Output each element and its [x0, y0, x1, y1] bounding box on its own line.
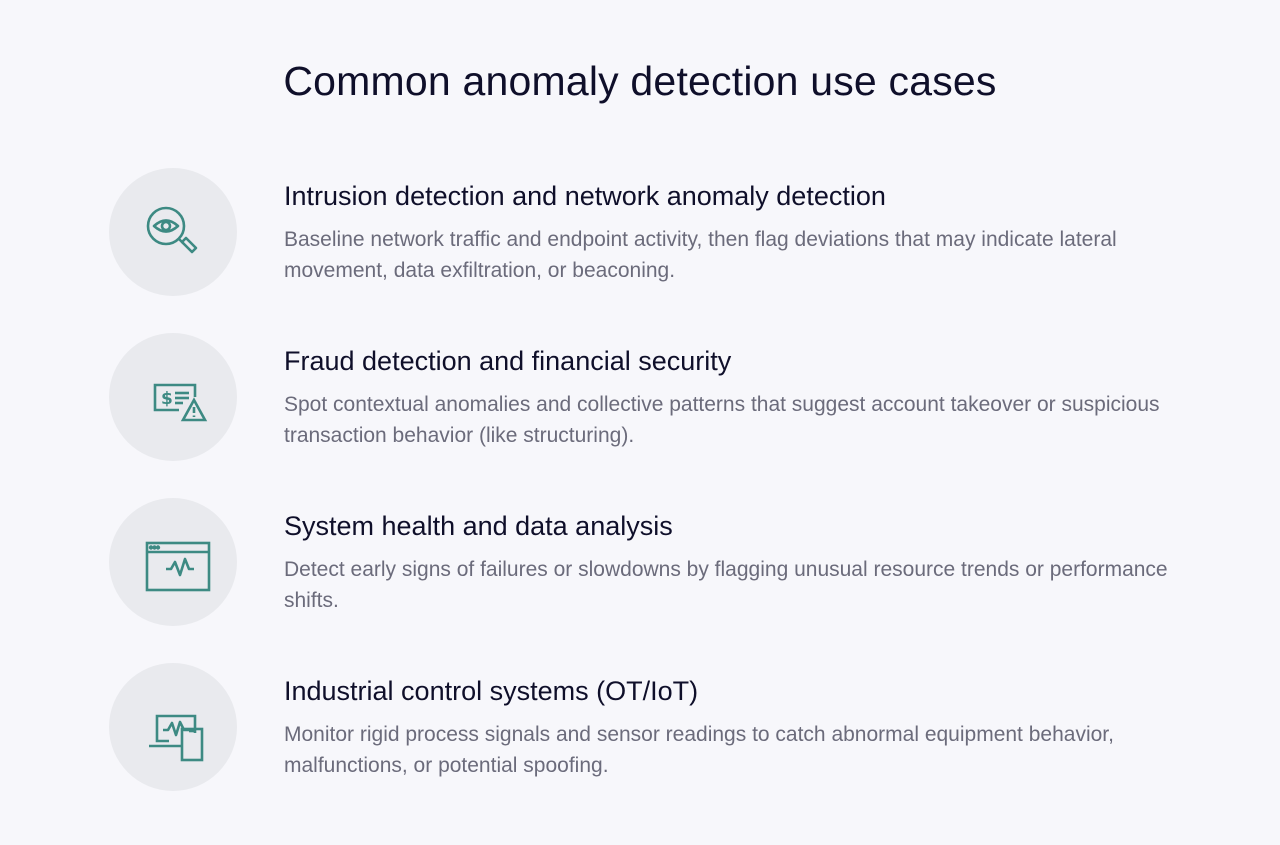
use-case-text: Industrial control systems (OT/IoT) Moni…	[284, 673, 1184, 781]
check-dollar-warning-icon: $	[153, 383, 208, 422]
laptop-phone-pulse-icon	[149, 714, 204, 762]
magnifier-eye-icon	[146, 206, 198, 254]
use-case-title: Intrusion detection and network anomaly …	[284, 181, 886, 211]
use-case-item-intrusion-detection: Intrusion detection and network anomaly …	[109, 168, 1209, 298]
use-case-description: Monitor rigid process signals and sensor…	[284, 723, 1114, 777]
use-case-item-fraud-detection: $ Fraud detection and financial security…	[109, 333, 1209, 463]
use-case-description: Baseline network traffic and endpoint ac…	[284, 228, 1117, 282]
icon-circle	[109, 663, 237, 791]
use-case-title: Industrial control systems (OT/IoT)	[284, 676, 699, 706]
browser-pulse-icon	[145, 541, 211, 592]
icon-circle	[109, 498, 237, 626]
use-case-item-industrial-control: Industrial control systems (OT/IoT) Moni…	[109, 663, 1209, 793]
page-title: Common anomaly detection use cases	[283, 58, 997, 104]
use-case-title: System health and data analysis	[284, 511, 673, 541]
icon-circle	[109, 168, 237, 296]
use-case-title: Fraud detection and financial security	[284, 346, 732, 376]
use-case-description: Spot contextual anomalies and collective…	[284, 393, 1160, 447]
use-case-item-system-health: System health and data analysis Detect e…	[109, 498, 1209, 628]
use-case-text: System health and data analysis Detect e…	[284, 508, 1184, 616]
use-case-description: Detect early signs of failures or slowdo…	[284, 558, 1168, 612]
icon-circle: $	[109, 333, 237, 461]
svg-text:$: $	[161, 389, 173, 409]
use-case-text: Intrusion detection and network anomaly …	[284, 178, 1184, 286]
use-case-text: Fraud detection and financial security S…	[284, 343, 1184, 451]
